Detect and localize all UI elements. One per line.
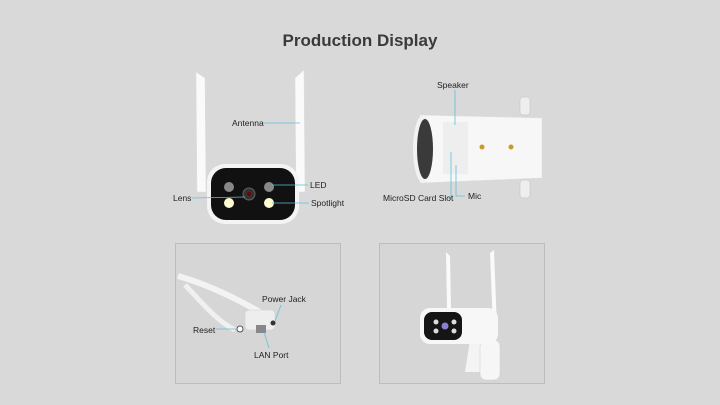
- side-camera-image: [413, 96, 543, 199]
- label-microsd-card-slot: MicroSD Card Slot: [383, 193, 454, 203]
- label-led: LED: [310, 180, 327, 190]
- label-power-jack: Power Jack: [262, 294, 307, 304]
- label-mic: Mic: [468, 191, 482, 201]
- label-spotlight: Spotlight: [311, 198, 345, 208]
- page-title: Production Display: [283, 31, 438, 50]
- front-camera-image: [195, 69, 306, 224]
- label-antenna: Antenna: [232, 118, 264, 128]
- label-speaker: Speaker: [437, 80, 469, 90]
- label-lens: Lens: [173, 193, 191, 203]
- cable-image: [177, 273, 276, 333]
- label-reset: Reset: [193, 325, 216, 335]
- product-photo-image: [420, 250, 501, 381]
- label-lan-port: LAN Port: [254, 350, 289, 360]
